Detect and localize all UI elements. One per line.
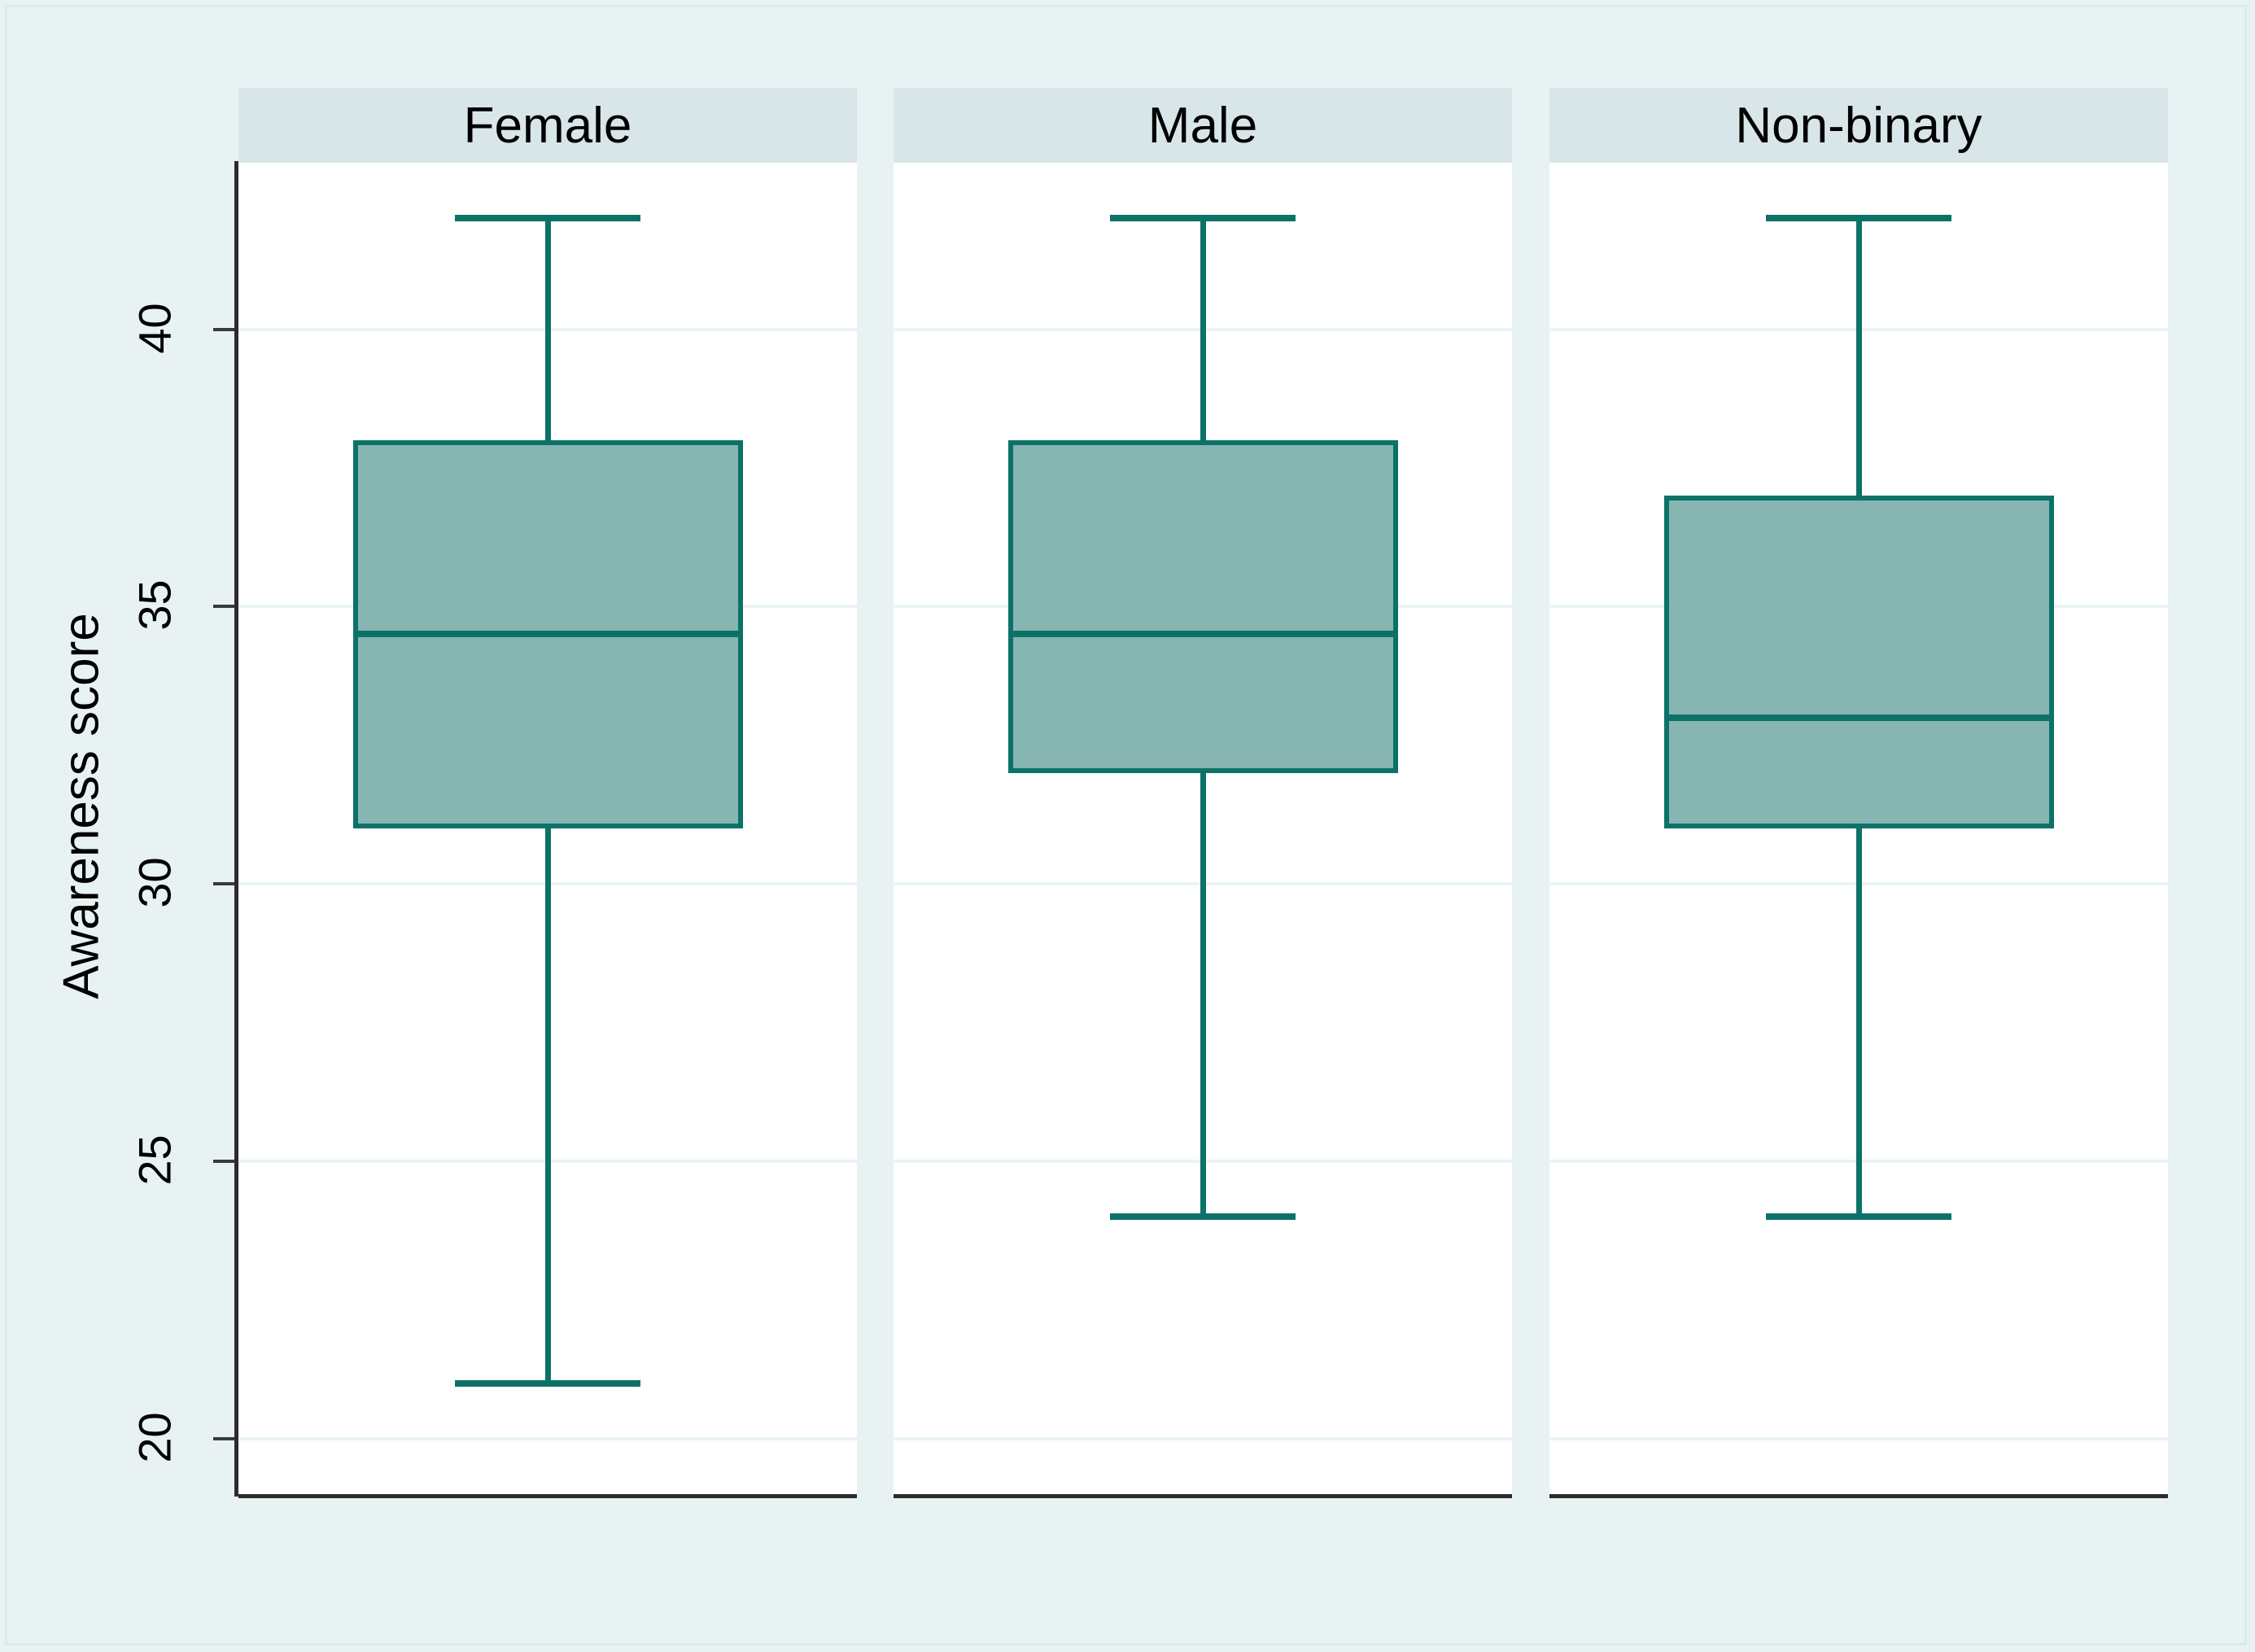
panel-female: Female (238, 88, 857, 1494)
median-line (1008, 631, 1398, 638)
y-axis-tick-mark (213, 1160, 234, 1163)
whisker-cap-lower (1110, 1213, 1296, 1221)
panel-header-label: Male (894, 88, 1512, 163)
y-axis-tick-mark (213, 327, 234, 331)
panel-header-label: Female (238, 88, 857, 163)
gridline (238, 1436, 857, 1440)
box-iqr (1008, 439, 1398, 773)
y-axis-spine (234, 161, 238, 1497)
panel-plot-area (894, 163, 1512, 1494)
whisker-cap-lower (1766, 1213, 1951, 1221)
whisker-upper (1200, 218, 1206, 440)
box-iqr (1664, 496, 2054, 828)
whisker-cap-lower (455, 1379, 640, 1387)
panel-baseline (238, 1494, 857, 1498)
y-axis-tick-label: 35 (129, 579, 181, 631)
gridline (894, 1436, 1512, 1440)
panel-male: Male (894, 88, 1512, 1494)
panel-non-binary: Non-binary (1549, 88, 2168, 1494)
gridline (1549, 1436, 2168, 1440)
whisker-upper (1855, 218, 1862, 496)
whisker-cap-upper (1110, 215, 1296, 222)
median-line (1664, 714, 2054, 721)
whisker-upper (544, 218, 551, 440)
y-axis-tick-label: 40 (129, 302, 181, 354)
whisker-cap-upper (455, 215, 640, 222)
y-axis-tick-mark (213, 605, 234, 609)
median-line (353, 631, 743, 638)
y-axis-tick-label: 20 (129, 1412, 181, 1463)
y-axis-tick-label: 25 (129, 1134, 181, 1186)
whisker-lower (1855, 828, 1862, 1217)
y-axis-tick-mark (213, 882, 234, 886)
panel-baseline (1549, 1494, 2168, 1498)
y-axis-tick-label: 30 (129, 857, 181, 908)
panel-header-label: Non-binary (1549, 88, 2168, 163)
whisker-lower (544, 828, 551, 1383)
panel-baseline (894, 1494, 1512, 1498)
whisker-cap-upper (1766, 215, 1951, 222)
panel-plot-area (238, 163, 857, 1494)
whisker-lower (1200, 772, 1206, 1217)
y-axis-title: Awareness score (53, 613, 110, 999)
figure-border (5, 5, 2247, 1645)
y-axis-tick-mark (213, 1436, 234, 1440)
panel-plot-area (1549, 163, 2168, 1494)
